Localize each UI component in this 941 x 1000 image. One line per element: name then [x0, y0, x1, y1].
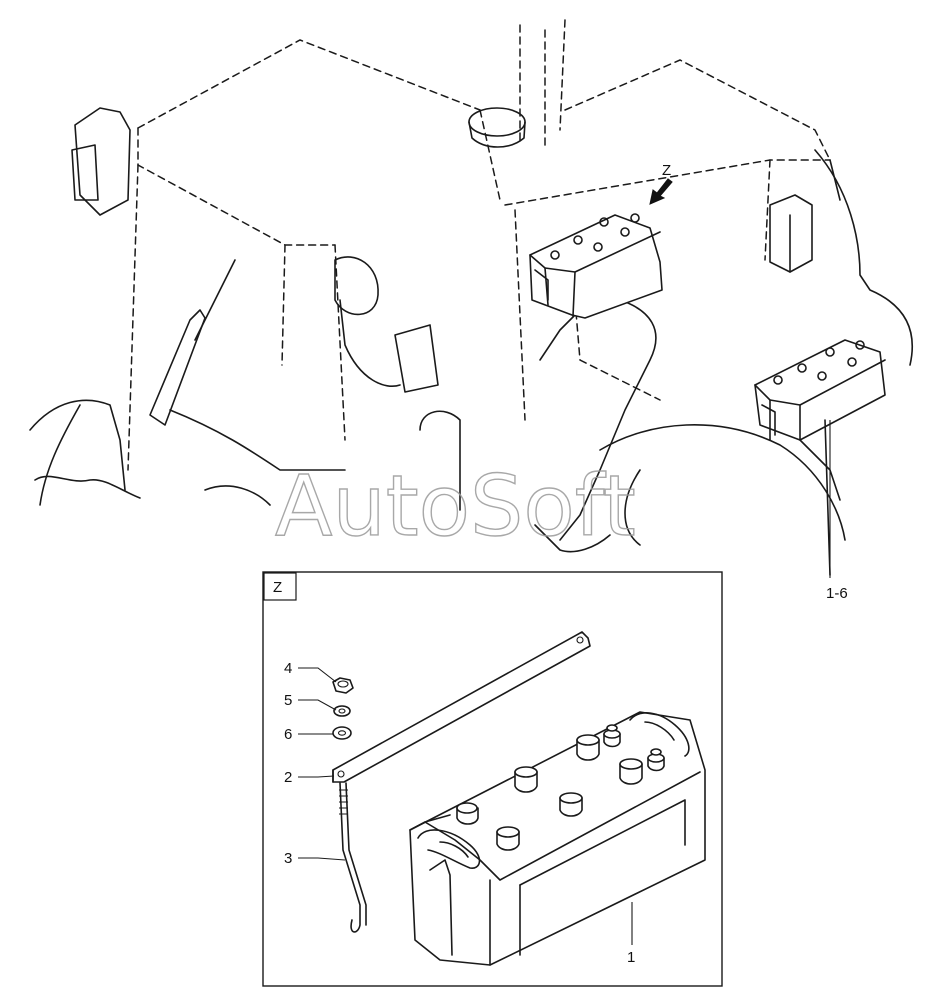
part-label-1: 1	[627, 949, 635, 966]
detail-view-z: Z	[262, 571, 723, 987]
nut	[332, 677, 354, 694]
lock-washer	[333, 705, 351, 717]
callout-1-6-label: 1-6	[826, 585, 848, 602]
callout-1-6: 1-6	[826, 420, 848, 602]
machine-overview	[29, 19, 914, 553]
overview-battery-lower	[754, 339, 886, 576]
detail-box-label: Z	[273, 579, 282, 596]
flat-washer	[332, 726, 352, 740]
battery-caps	[456, 724, 665, 851]
battery	[409, 711, 706, 966]
view-z-marker: Z	[662, 162, 671, 179]
part-label-6: 6	[284, 726, 292, 743]
part-label-3: 3	[284, 850, 292, 867]
part-label-2: 2	[284, 769, 292, 786]
view-z-arrow: Z	[649, 162, 673, 205]
watermark-text: AutoSoft	[275, 457, 636, 555]
leader-lines	[298, 667, 633, 945]
part-label-4: 4	[284, 660, 292, 677]
overview-battery-upper	[529, 213, 663, 319]
part-label-5: 5	[284, 692, 292, 709]
hook-bolt	[339, 782, 367, 933]
